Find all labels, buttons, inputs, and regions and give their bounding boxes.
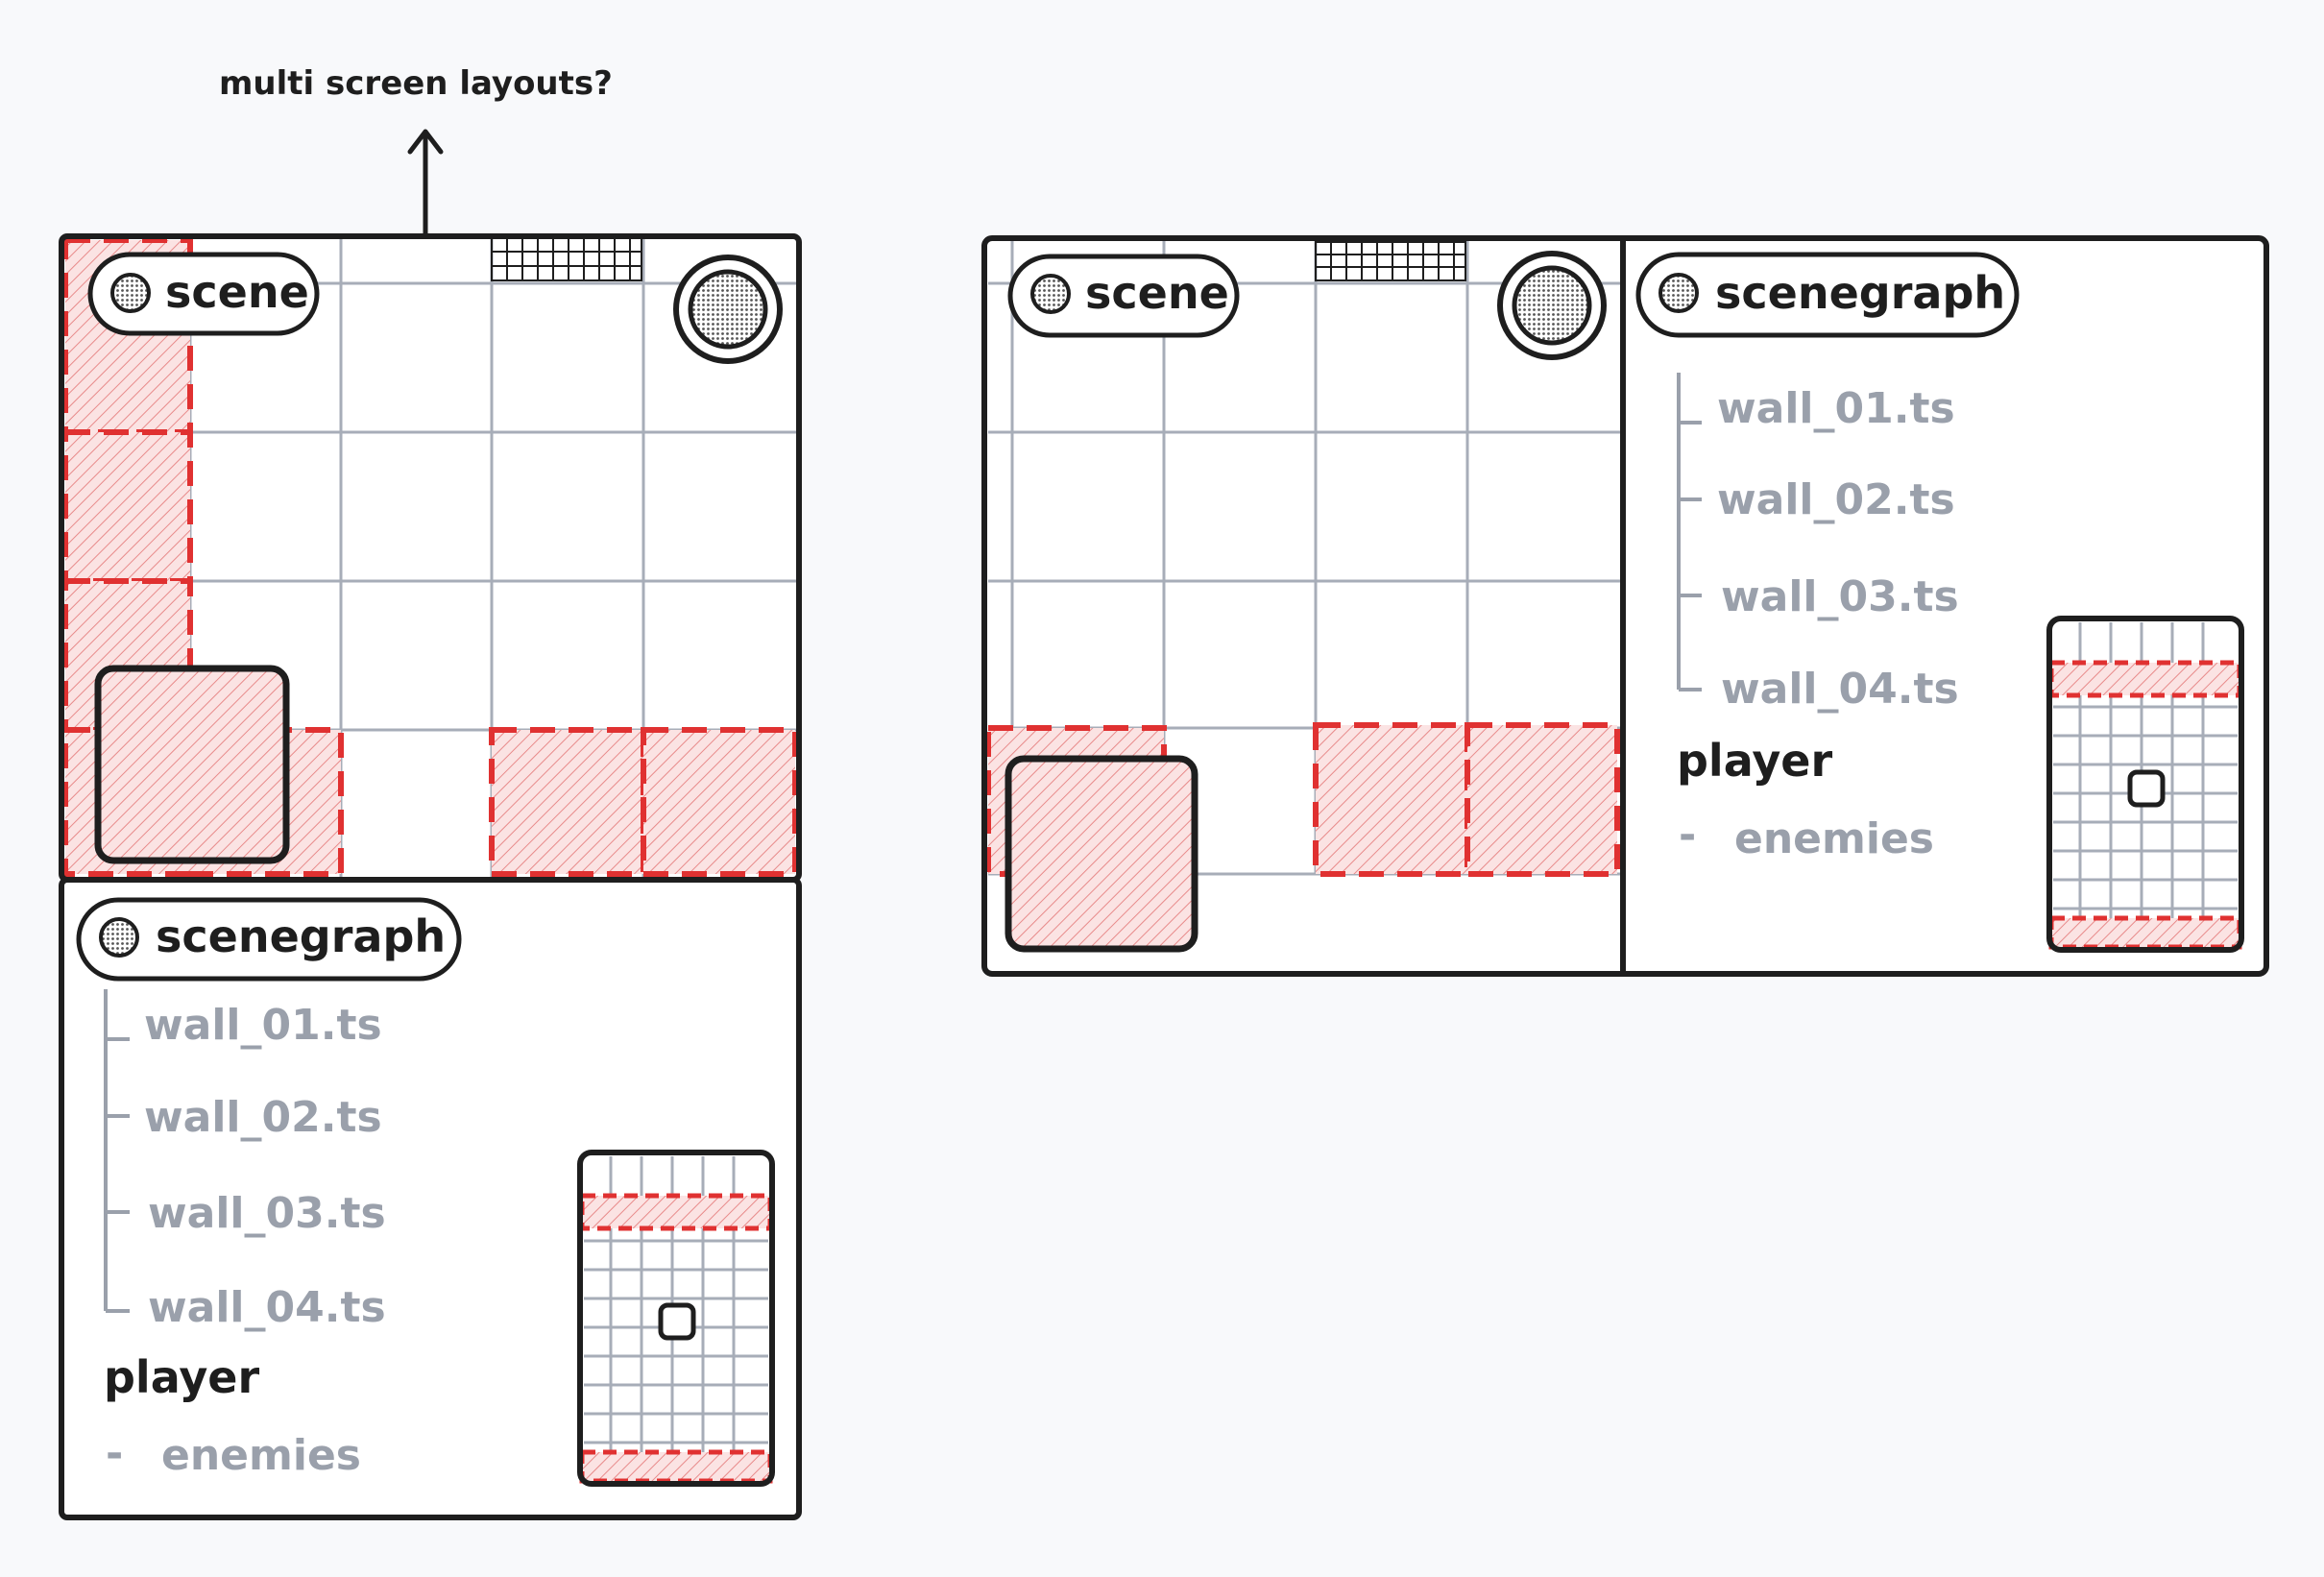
layout-side-by-side: scene scenegraph wall_01.ts xyxy=(981,235,2269,977)
scene-title: scene xyxy=(1085,267,1229,319)
tree-item-enemies[interactable]: enemies xyxy=(1734,814,1934,863)
tree-item[interactable]: wall_03.ts xyxy=(148,1189,386,1238)
enemies-prefix: - xyxy=(106,1429,123,1478)
record-icon xyxy=(1658,273,1699,313)
tree-lines xyxy=(104,989,130,1313)
scene-panel: scene xyxy=(985,240,1620,953)
minimap[interactable] xyxy=(577,1150,775,1487)
minimap[interactable] xyxy=(2046,616,2244,953)
tree-item[interactable]: wall_01.ts xyxy=(1717,384,1955,433)
tree-item[interactable]: wall_02.ts xyxy=(1717,475,1955,524)
layout-stacked: scene scenegraph xyxy=(59,233,802,1520)
tree-lines xyxy=(1677,373,1702,691)
scene-pill[interactable]: scene xyxy=(87,252,320,336)
scene-title: scene xyxy=(165,266,309,318)
scene-pill[interactable]: scene xyxy=(1007,254,1240,338)
scenegraph-panel: scenegraph wall_01.ts wall_02.ts wall_03… xyxy=(1635,252,2244,953)
scenegraph-pill[interactable]: scenegraph xyxy=(1635,252,2020,338)
player-block[interactable] xyxy=(94,665,290,864)
tree-item[interactable]: wall_03.ts xyxy=(1721,572,1959,621)
player-marker xyxy=(2127,769,2166,808)
scenegraph-pill[interactable]: scenegraph xyxy=(76,897,462,982)
record-icon xyxy=(99,917,139,958)
scenegraph-panel: scenegraph wall_01.ts wall_02.ts wall_03… xyxy=(59,877,802,1520)
tree-item[interactable]: wall_01.ts xyxy=(144,1001,382,1050)
scenegraph-title: scenegraph xyxy=(156,910,446,962)
player-marker xyxy=(658,1302,696,1341)
tree-item[interactable]: wall_02.ts xyxy=(144,1093,382,1142)
scene-panel: scene xyxy=(59,233,802,883)
tree-item-player[interactable]: player xyxy=(104,1351,260,1403)
tree-item[interactable]: wall_04.ts xyxy=(148,1283,386,1332)
record-button[interactable] xyxy=(1497,251,1607,360)
scenegraph-title: scenegraph xyxy=(1715,267,2005,319)
top-strip-grid xyxy=(1315,241,1466,281)
record-icon xyxy=(110,273,151,313)
tree-item-enemies[interactable]: enemies xyxy=(161,1431,361,1480)
player-block[interactable] xyxy=(1005,755,1198,953)
record-icon xyxy=(688,269,768,350)
enemies-prefix: - xyxy=(1679,811,1696,860)
annotation-text: multi screen layouts? xyxy=(219,64,613,103)
record-icon xyxy=(1030,274,1071,314)
tree-item[interactable]: wall_04.ts xyxy=(1721,665,1959,714)
record-icon xyxy=(1512,265,1592,346)
annotation-arrow xyxy=(407,129,444,235)
record-button[interactable] xyxy=(673,255,783,364)
tree-item-player[interactable]: player xyxy=(1677,735,1833,787)
